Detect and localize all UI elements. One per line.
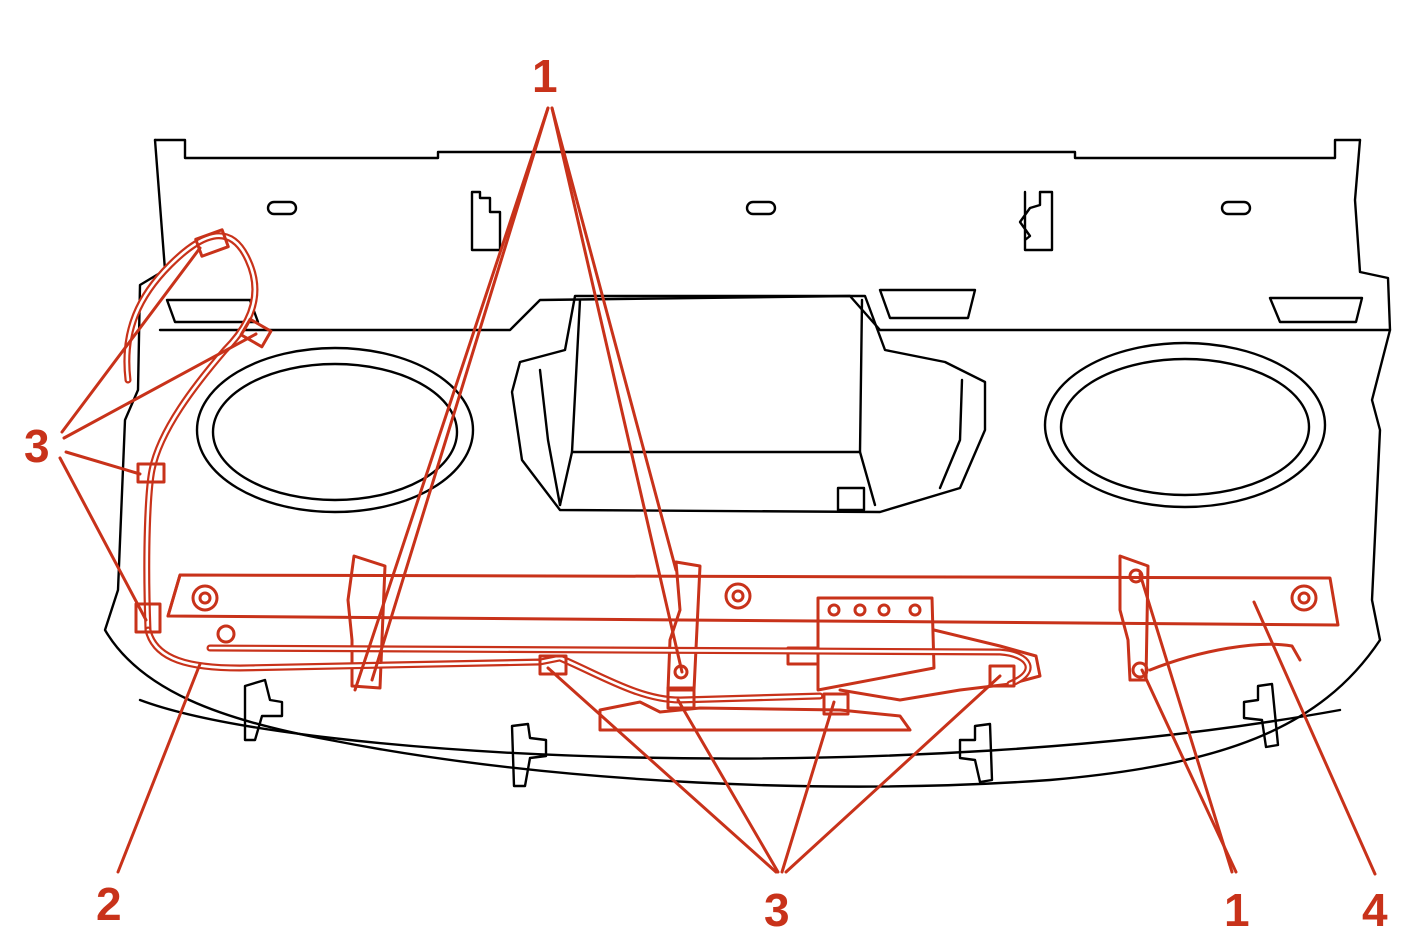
callout-1-top: 1 bbox=[532, 50, 558, 102]
antenna-module bbox=[598, 596, 1042, 732]
front-clips bbox=[243, 678, 1280, 788]
rear-wall-slots bbox=[165, 190, 1364, 324]
wiring-harness bbox=[123, 228, 1302, 716]
callout-labels: 1 3 2 3 1 4 bbox=[24, 50, 1388, 936]
callout-2-bottom: 2 bbox=[96, 878, 122, 930]
centre-well bbox=[510, 294, 987, 514]
callout-4-bottom: 4 bbox=[1362, 884, 1388, 936]
leader-lines bbox=[58, 106, 1377, 876]
speaker-openings bbox=[195, 341, 1327, 514]
reinforcement-bar bbox=[166, 573, 1340, 627]
callout-1-bottom: 1 bbox=[1224, 884, 1250, 936]
package-shelf-outline bbox=[103, 138, 1392, 788]
callout-3-left: 3 bbox=[24, 420, 50, 472]
callout-3-bottom: 3 bbox=[764, 884, 790, 936]
